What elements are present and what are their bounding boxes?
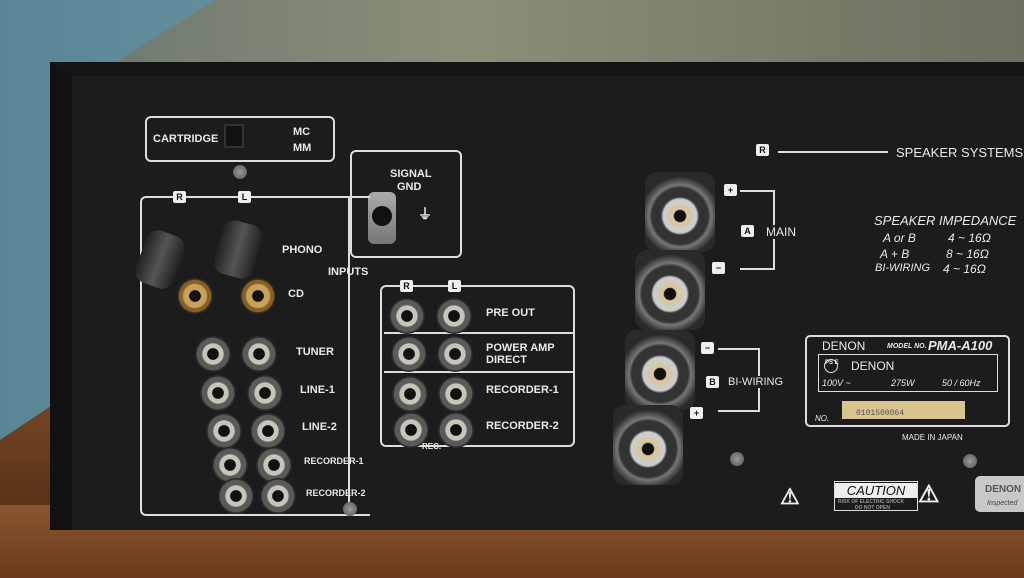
signal-label: SIGNAL [390, 168, 432, 180]
speaker-terminal-b-plus[interactable] [613, 405, 683, 485]
rating-inner-box [818, 354, 998, 392]
caution-sub2: DO NOT OPEN [855, 505, 891, 511]
line2-label: LINE-2 [302, 421, 337, 433]
cd-label: CD [288, 288, 304, 300]
tuner-jack-l[interactable] [241, 336, 277, 372]
line1-jack-l[interactable] [247, 375, 283, 411]
plus-tag: + [690, 407, 703, 419]
inspected-text: Inspected [987, 500, 1018, 507]
tuner-jack-r[interactable] [195, 336, 231, 372]
recorder2-jack-l[interactable] [260, 478, 296, 514]
rating-plate [805, 335, 1010, 427]
line1-label: LINE-1 [300, 384, 335, 396]
speaker-systems-label: SPEAKER SYSTEMS [896, 145, 1024, 160]
screw-icon [963, 454, 977, 468]
speaker-terminal-a-plus[interactable] [645, 172, 715, 252]
speaker-terminal-b-minus[interactable] [625, 330, 695, 410]
direct-label: DIRECT [486, 354, 527, 366]
cd-jack-l[interactable] [240, 278, 276, 314]
recorder1-out-jack-r[interactable] [392, 376, 428, 412]
screw-icon [730, 452, 744, 466]
outputs-box [380, 285, 575, 447]
recorder1-jack-r[interactable] [212, 447, 248, 483]
minus-tag: − [701, 342, 714, 354]
pse-mark: PS E [824, 359, 839, 373]
voltage-label: 100V ~ [822, 378, 851, 388]
pre-out-jack-r[interactable] [389, 298, 425, 334]
cartridge-switch[interactable] [224, 124, 244, 148]
recorder1-jack-l[interactable] [256, 447, 292, 483]
pre-out-label: PRE OUT [486, 307, 535, 319]
impedance-title: SPEAKER IMPEDANCE [874, 213, 1017, 228]
line2-jack-r[interactable] [206, 413, 242, 449]
recorder2-in-label: RECORDER-2 [306, 488, 366, 498]
power-amp-jack-l[interactable] [437, 336, 473, 372]
power-amp-label: POWER AMP [486, 342, 555, 354]
main-label: MAIN [764, 225, 798, 239]
impedance-value: 8 ~ 16Ω [946, 247, 989, 261]
cd-jack-r[interactable] [177, 278, 213, 314]
recorder2-jack-r[interactable] [218, 478, 254, 514]
minus-tag: − [712, 262, 725, 274]
brand-label: DENON [822, 339, 866, 353]
recorder2-out-jack-r[interactable] [393, 412, 429, 448]
serial-no-label: NO. [815, 414, 830, 423]
l-tag: L [448, 280, 461, 292]
r-tag: R [756, 144, 769, 156]
ground-terminal[interactable] [368, 192, 396, 244]
b-tag: B [706, 376, 719, 388]
ground-icon: ⏚ [418, 206, 432, 222]
pre-out-jack-l[interactable] [436, 298, 472, 334]
cartridge-box [145, 116, 335, 162]
r-tag: R [400, 280, 413, 292]
impedance-value: 4 ~ 16Ω [943, 262, 986, 276]
biwiring-label: BI-WIRING [726, 376, 785, 388]
mm-label: MM [293, 142, 312, 154]
recorder1-out-jack-l[interactable] [438, 376, 474, 412]
mc-label: MC [293, 126, 311, 138]
model-no-label: MODEL NO. [887, 343, 927, 350]
recorder2-out-label: RECORDER-2 [486, 420, 559, 432]
recorder1-in-label: RECORDER-1 [304, 456, 364, 466]
rec-label: REC. [422, 442, 442, 451]
model-number: PMA-A100 [928, 338, 993, 353]
plus-tag: + [724, 184, 737, 196]
exclamation-warning-icon: ⚠ [918, 481, 940, 508]
recorder2-out-jack-l[interactable] [438, 412, 474, 448]
screw-icon [343, 502, 357, 516]
screw-icon [233, 165, 247, 179]
phono-label: PHONO [282, 244, 323, 256]
made-in-label: MADE IN JAPAN [902, 433, 963, 442]
r-tag: R [173, 191, 186, 203]
impedance-value: 4 ~ 16Ω [948, 231, 991, 245]
a-tag: A [741, 225, 754, 237]
caution-title: CAUTION [835, 483, 917, 498]
impedance-key: A or B [883, 231, 916, 245]
caution-label-box: CAUTION RISK OF ELECTRIC SHOCK DO NOT OP… [834, 481, 918, 511]
serial-sticker: 0101500064 [842, 401, 965, 419]
cartridge-label: CARTRIDGE [153, 133, 219, 145]
tuner-label: TUNER [296, 346, 334, 358]
caution-sub1: RISK OF ELECTRIC SHOCK [838, 499, 905, 505]
lightning-warning-icon: ⚠ [780, 484, 800, 509]
gnd-label: GND [397, 181, 422, 193]
inputs-title: INPUTS [328, 266, 369, 278]
line2-jack-l[interactable] [250, 413, 286, 449]
inspected-sticker: DENON Inspected [975, 476, 1024, 512]
inspected-brand: DENON [985, 484, 1022, 495]
impedance-key: A + B [880, 247, 910, 261]
line1-jack-r[interactable] [200, 375, 236, 411]
speaker-terminal-a-minus[interactable] [635, 250, 705, 330]
inputs-box [140, 196, 370, 516]
power-label: 275W [891, 378, 915, 388]
l-tag: L [238, 191, 251, 203]
impedance-key: BI-WIRING [875, 262, 930, 274]
power-amp-jack-r[interactable] [391, 336, 427, 372]
brand-label-2: DENON [851, 359, 895, 373]
frequency-label: 50 / 60Hz [942, 378, 981, 388]
recorder1-out-label: RECORDER-1 [486, 384, 559, 396]
signal-gnd-box [350, 150, 462, 258]
